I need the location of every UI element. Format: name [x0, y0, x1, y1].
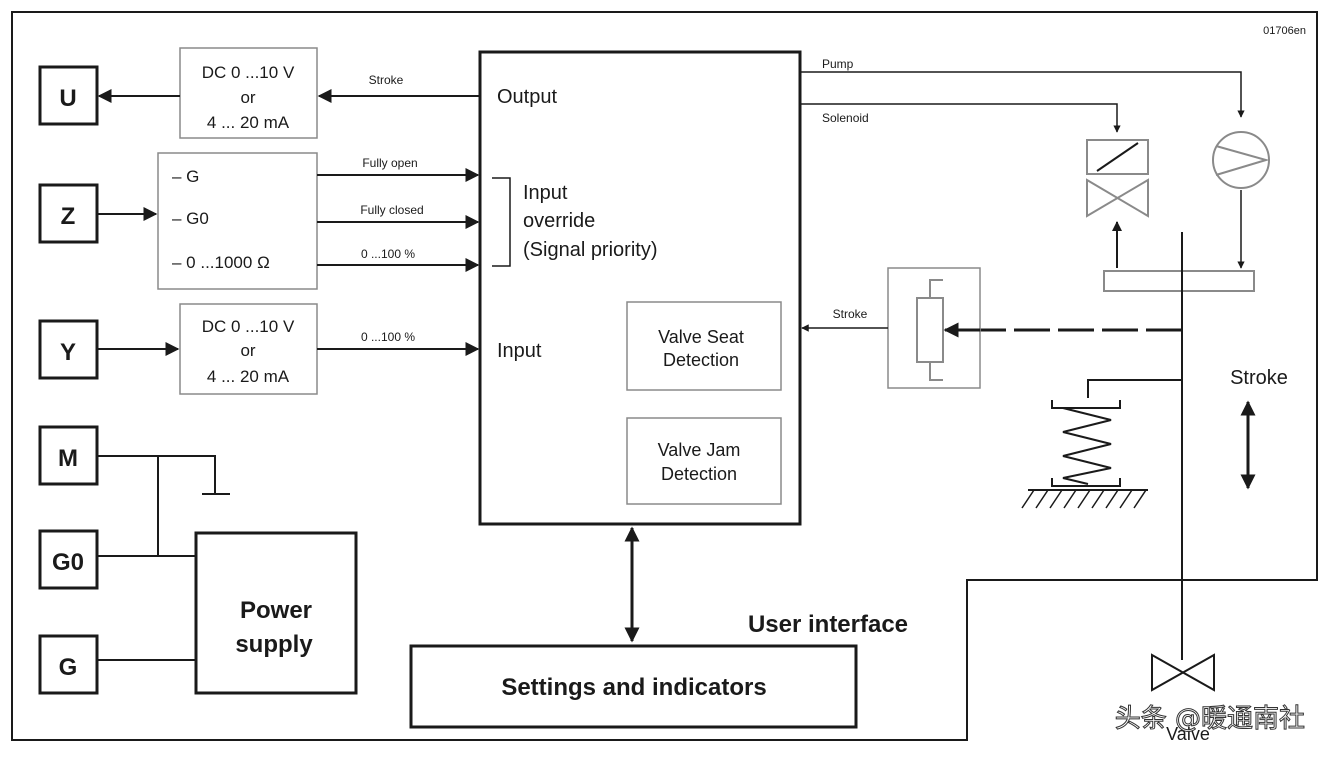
input-label: Input — [497, 340, 542, 362]
m-wire — [97, 455, 216, 493]
outer-frame — [11, 11, 1318, 741]
input-pct-label: 0 ...100 % — [361, 330, 415, 344]
valve-seat-detection-box: Valve Seat Detection — [626, 301, 782, 391]
svg-text:Detection: Detection — [663, 350, 739, 370]
valve-label: Valve — [1166, 724, 1210, 744]
solenoid-line — [800, 103, 1121, 133]
pump-icon — [1212, 131, 1270, 189]
terminal-z-label: Z — [61, 203, 76, 230]
svg-text:(Signal priority): (Signal priority) — [523, 239, 657, 261]
actuator-plate — [1103, 270, 1255, 292]
svg-text:or: or — [240, 341, 255, 360]
svg-text:override: override — [523, 210, 595, 232]
fully-closed-label: Fully closed — [360, 203, 423, 217]
terminal-u: U — [38, 65, 99, 126]
stroke-output-label: Stroke — [369, 73, 404, 87]
valve-icon — [1151, 653, 1215, 692]
terminal-z: Z — [38, 183, 99, 244]
solenoid-label: Solenoid — [822, 111, 869, 125]
power-supply-line2: supply — [235, 631, 313, 658]
svg-text:DC 0 ...10 V: DC 0 ...10 V — [202, 317, 295, 336]
watermark-text: 头条 @暖通南社 — [1115, 704, 1305, 734]
power-supply-box: Power supply — [194, 531, 358, 695]
document-id: 01706en — [1263, 25, 1306, 37]
svg-text:Settings and indicators: Settings and indicators — [501, 674, 766, 701]
controller-box: Output Input override (Signal priority) … — [478, 50, 802, 526]
terminal-g-label: G — [59, 654, 78, 681]
svg-text:or: or — [240, 88, 255, 107]
fully-open-label: Fully open — [362, 156, 417, 170]
power-supply-line1: Power — [240, 597, 312, 624]
svg-text:– 0 ...1000 Ω: – 0 ...1000 Ω — [172, 253, 270, 272]
solenoid-valve-icon — [1086, 139, 1149, 218]
output-label: Output — [497, 86, 557, 108]
settings-indicators-box: Settings and indicators — [409, 644, 858, 729]
terminal-g0-label: G0 — [52, 549, 84, 576]
svg-text:4 ... 20 mA: 4 ... 20 mA — [207, 113, 290, 132]
terminal-y: Y — [38, 319, 99, 380]
input-converter-box: DC 0 ...10 V or 4 ... 20 mA — [179, 303, 318, 395]
svg-text:4 ... 20 mA: 4 ... 20 mA — [207, 367, 290, 386]
svg-text:Detection: Detection — [661, 464, 737, 484]
pump-line — [800, 71, 1245, 118]
terminal-m: M — [38, 425, 99, 486]
z-signal-box: – G – G0 – 0 ...1000 Ω — [157, 152, 318, 290]
valve-jam-detection-box: Valve Jam Detection — [626, 417, 782, 505]
svg-text:DC 0 ...10 V: DC 0 ...10 V — [202, 63, 295, 82]
terminal-u-label: U — [59, 85, 76, 112]
terminal-y-label: Y — [60, 339, 76, 366]
svg-text:– G0: – G0 — [172, 209, 209, 228]
override-bracket — [492, 177, 511, 267]
svg-text:Valve Seat: Valve Seat — [658, 327, 744, 347]
potentiometer-box — [887, 267, 981, 389]
terminal-g: G — [38, 634, 99, 695]
spring-icon — [1021, 379, 1182, 509]
stroke-feedback-label: Stroke — [833, 307, 868, 321]
stroke-label: Stroke — [1230, 367, 1288, 389]
terminal-g0: G0 — [38, 529, 99, 590]
svg-text:Valve Jam: Valve Jam — [658, 440, 741, 460]
terminal-m-label: M — [58, 445, 78, 472]
svg-text:– G: – G — [172, 167, 199, 186]
svg-text:Input: Input — [523, 182, 568, 204]
output-converter-box: DC 0 ...10 V or 4 ... 20 mA — [179, 47, 318, 139]
pump-label: Pump — [822, 57, 854, 71]
user-interface-label: User interface — [748, 611, 908, 638]
override-pct-label: 0 ...100 % — [361, 247, 415, 261]
